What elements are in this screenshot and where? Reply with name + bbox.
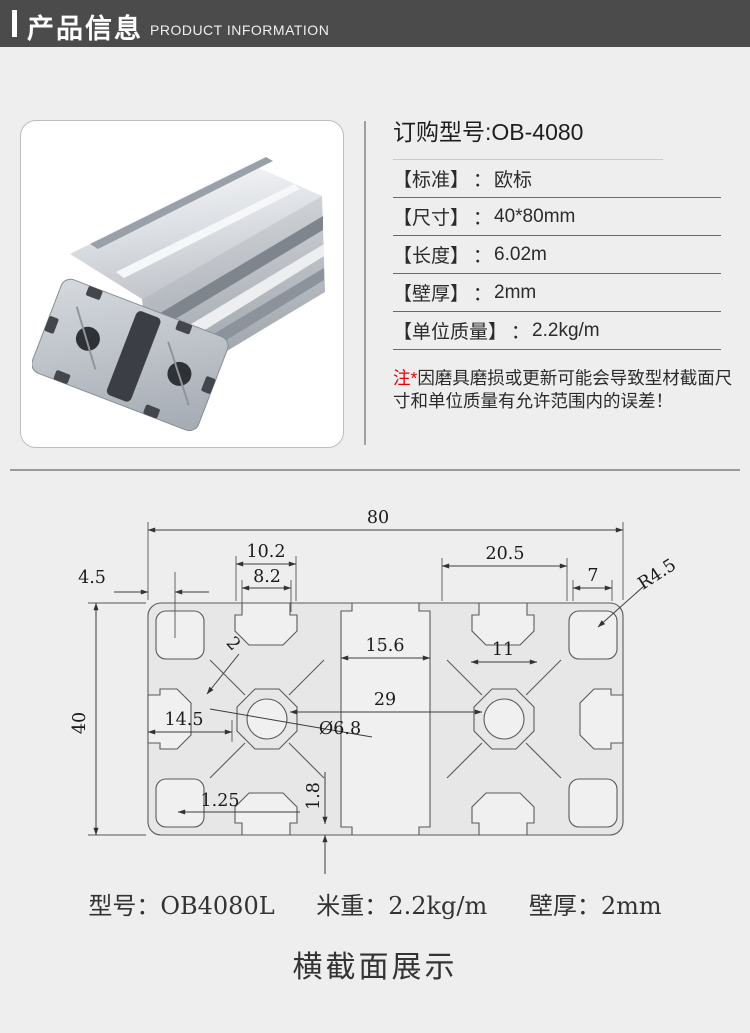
dim-inner-cavity: 11	[492, 640, 514, 660]
t-slot-bottom-right	[471, 792, 535, 836]
dimension-lines	[93, 527, 645, 874]
title-rule	[393, 159, 663, 160]
note-prefix: 注*	[393, 368, 418, 388]
top-highlight	[116, 184, 300, 278]
spec-row-size: 【尺寸】：40*80mm	[393, 198, 721, 236]
corner-chamber-tr	[568, 610, 618, 660]
tolerance-note: 注*因磨具磨损或更新可能会导致型材截面尺寸和单位质量有允许范围内的误差！	[393, 368, 733, 411]
dim-top-slot-outer: 10.2	[247, 542, 286, 562]
top-groove	[90, 157, 273, 249]
corner-chamber-tl	[155, 610, 205, 660]
dim-hole-edge-span: 29	[374, 690, 396, 710]
product-info-panel: 订购型号:OB-4080 【标准】：欧标 【尺寸】：40*80mm 【长度】：6…	[393, 118, 738, 431]
dim-overall-height: 40	[70, 712, 90, 734]
dim-corner-slot-width: 7	[587, 566, 598, 586]
footer-meter-weight: 米重：2.2kg/m	[316, 892, 488, 920]
dim-bottom-wall: 1.8	[304, 782, 324, 810]
dim-lip-thickness: 1.25	[201, 791, 240, 811]
dim-edge-offset: 4.5	[78, 568, 106, 588]
t-slot-right	[579, 688, 624, 750]
web-structure	[209, 659, 562, 779]
bolt-hole-left	[75, 326, 100, 351]
corner-chamber-br	[568, 778, 618, 828]
center-hole-right	[483, 698, 525, 740]
dim-top-slot-opening: 8.2	[253, 567, 281, 587]
dim-corner-radius: R4.5	[635, 555, 680, 594]
page-title: 产品信息	[27, 14, 143, 44]
profile-cross-section-face	[32, 278, 229, 432]
order-model-title: 订购型号:OB-4080	[393, 119, 584, 145]
dim-center-channel: 15.6	[366, 636, 405, 656]
t-slot-top-left	[234, 602, 298, 646]
side-groove-dark	[145, 216, 323, 336]
product-photo	[32, 157, 325, 432]
dimension-labels: 80 10.2 8.2 20.5 7 R4.5 4.5 2 15.6 11 29…	[70, 508, 680, 811]
cross-section-title: 横截面展示	[292, 951, 458, 984]
page-subtitle: PRODUCT INFORMATION	[150, 22, 330, 38]
dim-top-right-span: 20.5	[486, 544, 525, 564]
corner-chamber-bl	[155, 778, 205, 828]
spec-row-standard: 【标准】：欧标	[393, 160, 721, 198]
t-slot-bottom-left	[234, 792, 298, 836]
cross-section-drawing: 80 10.2 8.2 20.5 7 R4.5 4.5 2 15.6 11 29…	[70, 508, 680, 874]
spec-row-wall: 【壁厚】：2mm	[393, 274, 721, 312]
dim-hole-diameter: Ø6.8	[319, 719, 361, 739]
vertical-divider	[364, 121, 366, 445]
spec-row-length: 【长度】：6.02m	[393, 236, 721, 274]
center-channel-shadow	[106, 311, 161, 402]
section-header: 产品信息 PRODUCT INFORMATION	[0, 0, 750, 47]
title-tick	[12, 10, 17, 37]
t-slot-top-right	[471, 602, 535, 646]
dim-overall-width: 80	[367, 508, 389, 528]
dim-hole-offset: 14.5	[165, 710, 204, 730]
spec-row-unit-weight: 【单位质量】：2.2kg/m	[393, 312, 721, 350]
footer-model: 型号：OB4080L	[88, 892, 275, 920]
section-divider	[10, 469, 740, 471]
footer-spec-line: 型号：OB4080L 米重：2.2kg/m 壁厚：2mm	[0, 886, 750, 921]
footer-wall-thickness: 壁厚：2mm	[528, 892, 662, 920]
product-photo-card	[20, 120, 344, 448]
center-channel	[340, 602, 431, 836]
